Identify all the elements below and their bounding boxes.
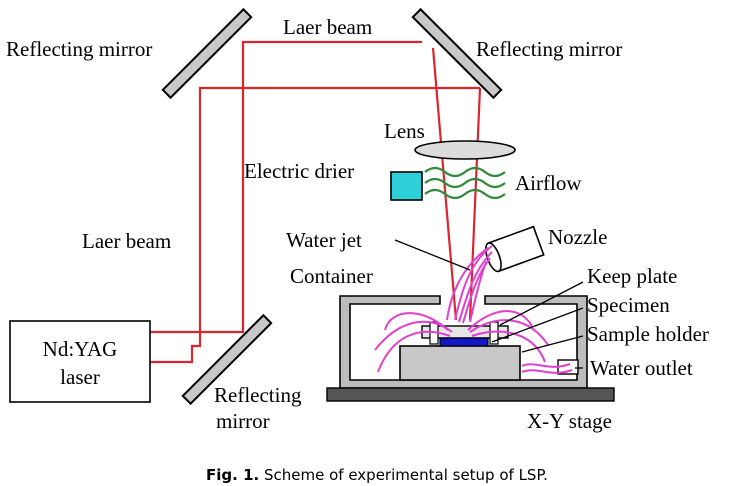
nozzle: [485, 225, 545, 273]
splash-left-3: [384, 312, 449, 331]
leader-lines: [394, 239, 584, 369]
label-electric-drier: Electric drier: [244, 159, 354, 183]
label-mirror-top-right: Reflecting mirror: [476, 37, 622, 61]
label-water-jet: Water jet: [286, 228, 362, 252]
figure-caption: Fig. 1. Scheme of experimental setup of …: [206, 466, 548, 484]
label-keep-plate: Keep plate: [587, 264, 677, 288]
beam-outer: [150, 40, 422, 334]
reflecting-mirror-top-right: [411, 7, 503, 100]
label-container: Container: [290, 264, 373, 288]
airflow-wave-1: [424, 166, 506, 178]
airflow-waves: [424, 166, 506, 200]
caption-text: Scheme of experimental setup of LSP.: [259, 466, 548, 484]
label-airflow: Airflow: [515, 171, 582, 195]
leader-specimen: [491, 307, 584, 343]
label-beam-left: Laer beam: [82, 229, 171, 253]
label-laser-line2: laser: [60, 365, 100, 389]
label-laser-line1: Nd:YAG: [43, 337, 118, 361]
splash-left-2: [377, 330, 451, 373]
leader-sample-holder: [521, 335, 584, 353]
laser-box: [9, 320, 151, 403]
water-splash: [374, 310, 549, 373]
water-outlet-flow: [521, 363, 573, 374]
label-nozzle: Nozzle: [548, 225, 607, 249]
lens: [414, 140, 516, 160]
label-lens: Lens: [384, 119, 425, 143]
jet-stream-2: [458, 251, 493, 323]
water-jet-streams: [446, 245, 493, 324]
outlet-flow-1: [521, 363, 571, 368]
beam-inner: [150, 86, 480, 364]
caption-prefix: Fig. 1.: [206, 466, 259, 484]
label-water-outlet: Water outlet: [590, 356, 693, 380]
jet-stream-4: [446, 247, 489, 321]
reflecting-mirror-bottom: [181, 313, 273, 406]
reflecting-mirror-top-left: [161, 7, 253, 100]
sample-holder: [399, 345, 521, 381]
leader-keep-plate: [499, 281, 584, 326]
label-specimen: Specimen: [587, 293, 670, 317]
splash-right-3: [467, 310, 533, 331]
label-beam-top: Laer beam: [283, 15, 372, 39]
label-sample-holder: Sample holder: [587, 322, 709, 346]
specimen: [439, 337, 489, 347]
splash-right-2: [471, 330, 546, 363]
leader-water-jet: [394, 239, 471, 271]
airflow-wave-2: [424, 177, 506, 189]
mirrors: [161, 7, 503, 406]
label-mirror-bottom-line1: Reflecting: [214, 383, 302, 407]
airflow-wave-3: [424, 188, 506, 200]
laser-beam-paths: [150, 40, 482, 364]
label-xy-stage: X-Y stage: [527, 409, 612, 433]
splash-right-1: [469, 319, 549, 346]
outlet-flow-2: [521, 369, 573, 374]
jet-stream-5: [469, 261, 487, 323]
jet-stream-1: [454, 245, 493, 321]
electric-drier-box: [390, 171, 423, 201]
label-mirror-top-left: Reflecting mirror: [6, 37, 152, 61]
label-mirror-bottom-line2: mirror: [216, 409, 270, 433]
xy-stage: [326, 387, 615, 402]
